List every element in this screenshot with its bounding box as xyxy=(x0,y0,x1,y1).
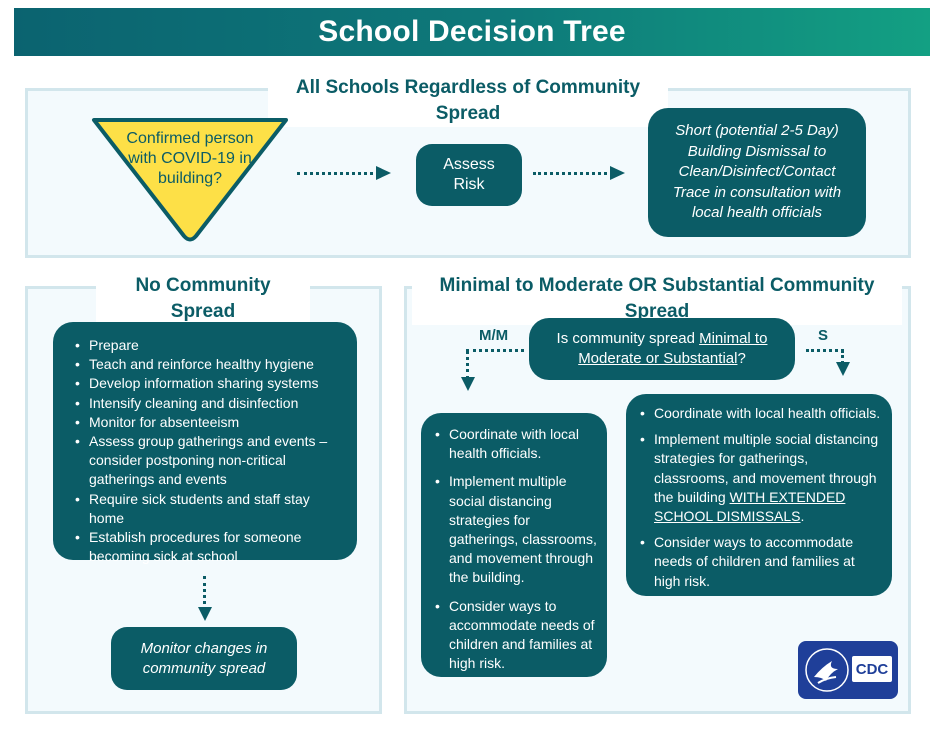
list-item: Require sick students and staff stay hom… xyxy=(75,490,345,528)
no-spread-actions-box: Prepare Teach and reinforce healthy hygi… xyxy=(53,322,357,564)
list-item: Prepare xyxy=(75,336,345,355)
cdc-logo: CDC xyxy=(798,641,898,699)
no-spread-title: No Community Spread xyxy=(96,273,310,325)
s-bullet-2-text: Implement multiple social distancing str… xyxy=(654,431,879,505)
branch-line-s-h xyxy=(806,349,844,352)
hhs-eagle-icon xyxy=(805,648,849,692)
list-item: Consider ways to accommodate needs of ch… xyxy=(435,597,599,674)
question-prefix: Is community spread xyxy=(556,329,700,347)
top-panel-title-text: All Schools Regardless of Community Spre… xyxy=(295,77,641,124)
list-item: Monitor for absenteeism xyxy=(75,413,345,432)
no-spread-action-list: Prepare Teach and reinforce healthy hygi… xyxy=(75,336,345,566)
s-actions-box: Coordinate with local health officials. … xyxy=(626,394,892,596)
assess-risk-text: Assess Risk xyxy=(443,156,495,193)
no-spread-title-text: No Community Spread xyxy=(135,275,271,322)
spread-panel-title-text: Minimal to Moderate OR Substantial Commu… xyxy=(439,275,875,322)
list-item: Develop information sharing systems xyxy=(75,374,345,393)
arrow-head-2 xyxy=(610,166,625,180)
question-underlined: Minimal to Moderate or Substantial xyxy=(578,329,768,368)
list-item: Coordinate with local health officials. xyxy=(435,425,599,463)
cdc-logo-text: CDC xyxy=(855,660,889,678)
arrow-line-2 xyxy=(533,172,613,175)
page-title: School Decision Tree xyxy=(318,15,626,48)
list-item: Implement multiple social distancing str… xyxy=(435,472,599,587)
assess-risk-box: Assess Risk xyxy=(416,144,522,206)
list-item: Consider ways to accommodate needs of ch… xyxy=(640,533,882,591)
list-item: Coordinate with local health officials. xyxy=(640,404,882,423)
decision-triangle xyxy=(92,118,288,242)
arrow-line-down-left xyxy=(203,576,206,610)
branch-line-mm-h xyxy=(466,349,524,352)
spread-question-box: Is community spread Minimal to Moderate … xyxy=(529,318,795,380)
branch-line-s-v xyxy=(841,350,844,364)
arrow-head-1 xyxy=(376,166,391,180)
dismissal-outcome-box: Short (potential 2-5 Day) Building Dismi… xyxy=(648,108,866,237)
arrow-head-down-left xyxy=(198,607,212,621)
s-bullet-2-end: . xyxy=(800,508,805,525)
top-panel-title: All Schools Regardless of Community Spre… xyxy=(268,75,668,127)
list-item: Assess group gatherings and events – con… xyxy=(75,432,345,490)
arrow-head-mm xyxy=(461,377,475,391)
question-suffix: ? xyxy=(737,350,746,367)
branch-line-mm-v xyxy=(466,350,469,380)
list-item: Teach and reinforce healthy hygiene xyxy=(75,355,345,374)
spread-question: Is community spread Minimal to Moderate … xyxy=(545,329,779,370)
branch-label-s: S xyxy=(818,327,829,344)
mm-action-list: Coordinate with local health officials. … xyxy=(435,425,599,673)
header-banner: School Decision Tree xyxy=(14,8,930,56)
list-item: Intensify cleaning and disinfection xyxy=(75,394,345,413)
cdc-logo-badge: CDC xyxy=(852,656,892,682)
triangle-question: Confirmed person with COVID-19 in buildi… xyxy=(118,126,262,192)
s-action-list: Coordinate with local health officials. … xyxy=(640,404,882,591)
triangle-question-text: Confirmed person with COVID-19 in buildi… xyxy=(126,130,254,187)
monitor-changes-text: Monitor changes in community spread xyxy=(140,639,268,677)
list-item: Implement multiple social distancing str… xyxy=(640,430,882,526)
mm-actions-box: Coordinate with local health officials. … xyxy=(421,413,607,677)
branch-label-mm: M/M xyxy=(479,327,509,344)
spread-panel-title: Minimal to Moderate OR Substantial Commu… xyxy=(412,273,902,325)
list-item: Establish procedures for someone becomin… xyxy=(75,528,345,566)
arrow-line-1 xyxy=(297,172,379,175)
monitor-changes-box: Monitor changes in community spread xyxy=(111,627,297,690)
s-bullet-2-underlined: WITH EXTENDED SCHOOL DISMISSALS xyxy=(654,488,846,525)
arrow-head-s xyxy=(836,362,850,376)
dismissal-outcome-text: Short (potential 2-5 Day) Building Dismi… xyxy=(672,122,842,222)
